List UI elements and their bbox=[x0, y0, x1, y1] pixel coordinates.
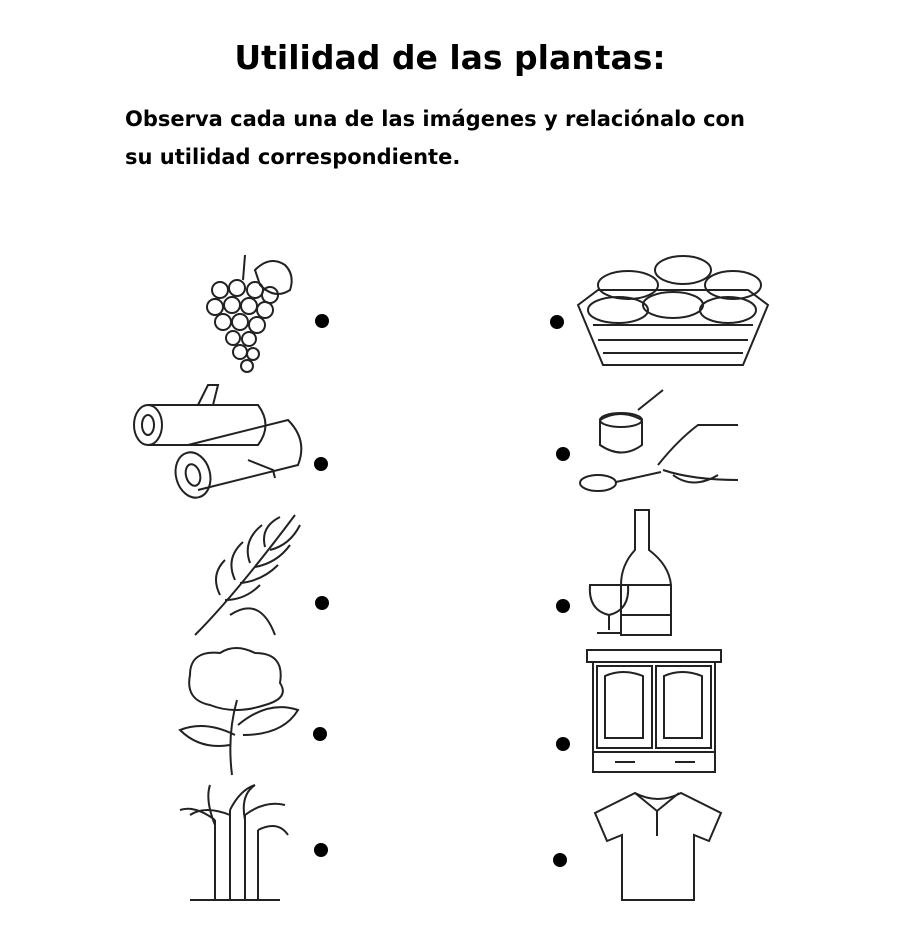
cotton-plant-icon bbox=[178, 647, 300, 776]
wine-bottle-icon bbox=[588, 509, 672, 636]
left-dot-1[interactable] bbox=[315, 314, 329, 328]
instructions: Observa cada una de las imágenes y relac… bbox=[125, 100, 805, 176]
shirt-icon bbox=[593, 791, 723, 901]
right-dot-4[interactable] bbox=[556, 737, 570, 751]
left-dot-5[interactable] bbox=[314, 843, 328, 857]
left-dot-2[interactable] bbox=[314, 457, 328, 471]
page-title: Utilidad de las plantas: bbox=[234, 38, 666, 77]
sugarcane-icon bbox=[179, 784, 289, 901]
grapes-icon bbox=[206, 254, 293, 373]
left-dot-4[interactable] bbox=[313, 727, 327, 741]
right-dot-2[interactable] bbox=[556, 447, 570, 461]
right-dot-3[interactable] bbox=[556, 599, 570, 613]
sugar-spoon-icon bbox=[579, 389, 739, 492]
left-dot-3[interactable] bbox=[315, 596, 329, 610]
right-dot-5[interactable] bbox=[553, 853, 567, 867]
wardrobe-icon bbox=[586, 649, 722, 773]
instruction-line: Observa cada una de las imágenes y relac… bbox=[125, 107, 745, 131]
bread-basket-icon bbox=[576, 255, 770, 366]
instruction-line: su utilidad correspondiente. bbox=[125, 145, 461, 169]
logs-icon bbox=[133, 384, 303, 499]
right-dot-1[interactable] bbox=[550, 315, 564, 329]
wheat-icon bbox=[194, 514, 301, 636]
